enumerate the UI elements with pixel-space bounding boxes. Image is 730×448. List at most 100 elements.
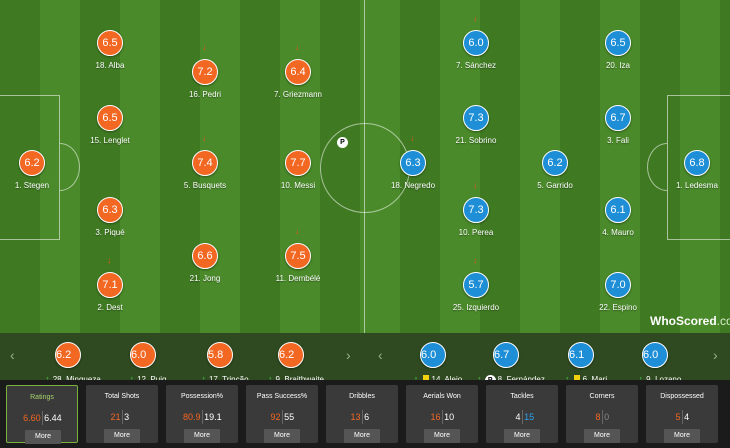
stat-box-corners[interactable]: Corners 8 0 More [566, 385, 638, 443]
rating-circle: 6.0 [420, 342, 446, 368]
stat-away-value: 3 [124, 412, 130, 422]
sub-on-arrow-icon: ↑ [638, 374, 644, 384]
stat-box-total-shots[interactable]: Total Shots 21 3 More [86, 385, 158, 443]
rating-circle: 6.7 [493, 342, 519, 368]
bench-player[interactable]: 6.2 ↑28. Mingueza [13, 342, 133, 384]
stat-box-dispossessed[interactable]: Dispossessed 5 4 More [646, 385, 718, 443]
right-penalty-box [667, 95, 730, 240]
home-player[interactable]: ↓ 7.5 11. Dembélé [243, 226, 353, 303]
rating-circle: 7.3 [463, 105, 489, 131]
rating-circle: 6.6 [192, 243, 218, 269]
player-name: 5. Garrido [537, 181, 573, 190]
player-name: 4. Mauro [602, 228, 634, 237]
home-player[interactable]: ↓ 6.4 7. Griezmann [243, 42, 353, 119]
sub-off-arrow-icon: ↓ [295, 42, 300, 52]
stat-box-dribbles[interactable]: Dribbles 13 6 More [326, 385, 398, 443]
stat-divider [362, 410, 363, 424]
more-button[interactable]: More [664, 429, 700, 443]
more-button[interactable]: More [424, 429, 460, 443]
player-name: 7. Sánchez [455, 61, 497, 70]
stat-box-ratings[interactable]: Ratings 6.60 6.44 More [6, 385, 78, 444]
away-player[interactable]: ↓ 6.3 18. Negredo [358, 133, 468, 210]
away-player[interactable]: 6.7 3. Fali [563, 105, 673, 165]
away-player[interactable]: ↓ 7.3 10. Perea [421, 180, 531, 257]
rating-circle: 6.2 [278, 342, 304, 368]
away-player[interactable]: 6.8 1. Ledesma [642, 150, 730, 210]
stat-title: Possession% [180, 393, 224, 400]
away-player[interactable]: 6.5 20. Iza [563, 30, 673, 90]
stat-box-aerials-won[interactable]: Aerials Won 16 10 More [406, 385, 478, 443]
home-player[interactable]: ↓ 7.1 2. Dest [55, 255, 165, 332]
home-player[interactable]: ↓ 7.2 16. Pedri [150, 42, 260, 119]
player-name: 11. Dembélé [275, 274, 321, 283]
home-bench-next-icon[interactable]: › [346, 347, 351, 363]
more-button[interactable]: More [344, 429, 380, 443]
bench-player[interactable]: 5.8 ↑17. Trincão [165, 342, 285, 384]
home-player[interactable]: 6.2 1. Stegen [0, 150, 87, 210]
sub-on-arrow-icon: ↑ [413, 374, 419, 384]
away-player[interactable]: 7.3 21. Sobrino [421, 105, 531, 165]
stat-home-value: 13 [350, 412, 361, 422]
bench-player[interactable]: 6.0 ↑ 14. Alejo [378, 342, 498, 385]
stat-title: Ratings [30, 394, 54, 401]
rating-circle: 7.3 [463, 197, 489, 223]
rating-circle: 6.1 [568, 342, 594, 368]
stat-title: Total Shots [104, 393, 140, 400]
home-player[interactable]: P 7.7 10. Messi [243, 137, 353, 210]
away-player[interactable]: 6.1 4. Mauro [563, 197, 673, 257]
player-name: 9. Lozano [646, 375, 681, 384]
home-player[interactable]: 6.6 21. Jong [150, 243, 260, 303]
stat-title: Dribbles [349, 393, 375, 400]
player-name: 15. Lenglet [90, 136, 130, 145]
more-button[interactable]: More [504, 429, 540, 443]
stat-title: Dispossessed [660, 393, 704, 400]
stat-home-value: 5 [675, 412, 681, 422]
more-button[interactable]: More [25, 430, 61, 444]
sub-off-arrow-icon: ↓ [410, 133, 415, 143]
player-name: 6. Mari [583, 375, 607, 384]
stat-home-value: 92 [270, 412, 281, 422]
away-player[interactable]: 6.2 5. Garrido [500, 150, 610, 210]
player-name: 7. Griezmann [273, 90, 323, 99]
stat-divider [122, 410, 123, 424]
stats-bar: Ratings 6.60 6.44 More Total Shots 21 3 … [0, 380, 730, 448]
away-player[interactable]: 7.0 22. Espino [563, 272, 673, 332]
home-player[interactable]: ↓ 7.4 5. Busquets [150, 133, 260, 210]
away-bench-prev-icon[interactable]: ‹ [378, 347, 383, 363]
stat-box-possession[interactable]: Possession% 80.9 19.1 More [166, 385, 238, 443]
rating-circle: 7.5 [285, 243, 311, 269]
away-player[interactable]: ↓ 6.0 7. Sánchez [421, 13, 531, 90]
player-name: 10. Perea [458, 228, 494, 237]
player-name: 21. Sobrino [455, 136, 497, 145]
more-button[interactable]: More [264, 429, 300, 443]
stat-home-value: 21 [110, 412, 121, 422]
bench-player[interactable]: 6.2 ↑9. Braithwaite [236, 342, 356, 384]
away-player[interactable]: ↓ 5.7 25. Izquierdo [421, 255, 531, 332]
rating-circle: 6.2 [542, 150, 568, 176]
bench-player[interactable]: 6.0 ↑12. Puig [88, 342, 208, 384]
stat-box-tackles[interactable]: Tackles 4 15 More [486, 385, 558, 443]
stat-away-value: 6.44 [44, 413, 62, 423]
more-button[interactable]: More [584, 429, 620, 443]
player-name: 18. Alba [95, 61, 125, 70]
bench-player[interactable]: 6.1 ↑ 6. Mari [526, 342, 646, 385]
bench-player[interactable]: 6.0 ↑9. Lozano [600, 342, 720, 384]
stat-divider [602, 410, 603, 424]
stat-title: Tackles [510, 393, 534, 400]
home-player[interactable]: 6.5 18. Alba [55, 30, 165, 90]
more-button[interactable]: More [184, 429, 220, 443]
stat-box-pass-success[interactable]: Pass Success% 92 55 More [246, 385, 318, 443]
stat-title: Corners [589, 393, 615, 400]
sub-off-arrow-icon: ↓ [473, 255, 478, 265]
stat-title: Pass Success% [256, 393, 308, 400]
rating-circle: 6.3 [400, 150, 426, 176]
more-button[interactable]: More [104, 429, 140, 443]
stat-home-value: 16 [430, 412, 441, 422]
home-bench-prev-icon[interactable]: ‹ [10, 347, 15, 363]
home-player[interactable]: 6.5 15. Lenglet [55, 105, 165, 165]
away-bench-next-icon[interactable]: › [713, 347, 718, 363]
player-name: 2. Dest [97, 303, 123, 312]
sub-off-arrow-icon: ↓ [295, 226, 300, 236]
player-name: 20. Iza [605, 61, 630, 70]
home-player[interactable]: 6.3 3. Piqué [55, 197, 165, 257]
